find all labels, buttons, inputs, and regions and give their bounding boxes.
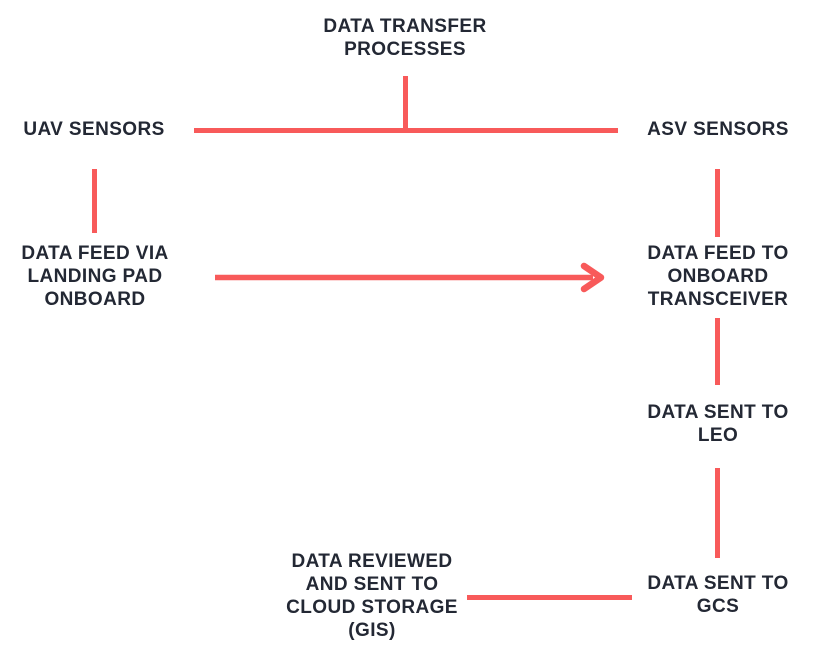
node-uav-sensors: UAV SENSORS (23, 118, 164, 141)
node-data-sent-gcs: DATA SENT TO GCS (647, 572, 788, 618)
node-data-sent-leo: DATA SENT TO LEO (647, 401, 788, 447)
node-label: ASV SENSORS (647, 119, 789, 140)
node-label-line: DATA FEED VIA (21, 243, 169, 264)
connector-asv-to-transceiver (715, 169, 720, 237)
arrowhead-icon (580, 262, 605, 293)
node-label-line: CLOUD STORAGE (286, 597, 458, 618)
connector-sensors-horizontal (194, 128, 618, 133)
diagram-title-line: PROCESSES (344, 39, 466, 60)
connector-uav-to-landing-pad (92, 169, 97, 233)
node-label-line: ONBOARD (667, 266, 769, 287)
connector-title-stem (403, 76, 408, 128)
node-label: UAV SENSORS (23, 119, 165, 140)
node-label-line: DATA SENT TO (647, 402, 789, 423)
diagram-title: DATA TRANSFER PROCESSES (323, 15, 486, 61)
node-label-line: TRANSCEIVER (647, 289, 789, 310)
node-label-line: ONBOARD (44, 289, 146, 310)
node-label-line: DATA SENT TO (647, 573, 789, 594)
node-label-line: DATA FEED TO (647, 243, 789, 264)
node-label-line: DATA REVIEWED (291, 551, 453, 572)
connector-gcs-to-cloud (467, 595, 632, 600)
node-asv-sensors: ASV SENSORS (647, 118, 789, 141)
flow-arrow-landing-pad-to-transceiver (215, 262, 605, 293)
node-data-feed-transceiver: DATA FEED TO ONBOARD TRANSCEIVER (647, 242, 788, 311)
diagram-title-line: DATA TRANSFER (323, 16, 487, 37)
node-label-line: LANDING PAD (27, 266, 163, 287)
connector-leo-to-gcs (715, 468, 720, 558)
node-label-line: (GIS) (348, 620, 396, 641)
node-label-line: AND SENT TO (305, 574, 439, 595)
node-label-line: LEO (697, 425, 739, 446)
connector-transceiver-to-leo (715, 318, 720, 385)
node-label-line: GCS (696, 596, 740, 617)
node-data-feed-landing-pad: DATA FEED VIA LANDING PAD ONBOARD (21, 242, 168, 311)
node-data-reviewed-cloud: DATA REVIEWED AND SENT TO CLOUD STORAGE … (286, 550, 458, 642)
